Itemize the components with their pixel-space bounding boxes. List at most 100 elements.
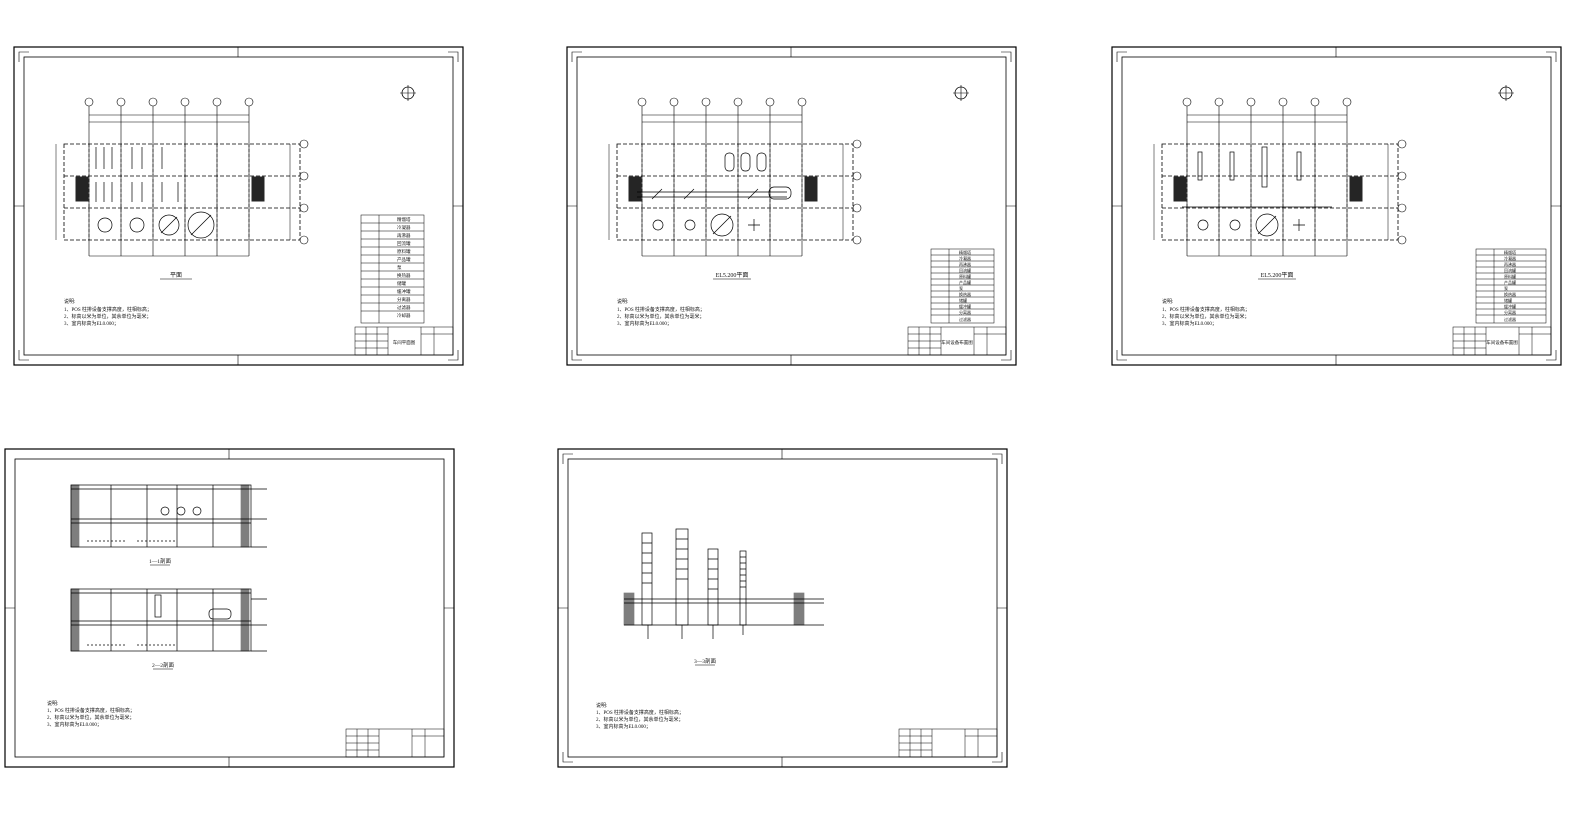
table-cell: 冷凝器	[1504, 255, 1516, 261]
note-line: 3、室内标高为EL0.000；	[47, 721, 102, 728]
plan-caption: EL5.200平面	[1261, 272, 1294, 279]
table-cell: 原料罐	[397, 248, 411, 255]
notes: 说明: 1、POS 柱排设备支撑高度，柱相标高； 2、标高以米为单位，其余单位为…	[617, 298, 705, 327]
note-line: 2、标高以米为单位，其余单位为毫米；	[47, 714, 135, 721]
notes: 说明: 1、POS 柱排设备支撑高度，柱相标高； 2、标高以米为单位，其余单位为…	[47, 700, 135, 728]
table-cell: 精馏塔	[1504, 249, 1516, 255]
table-cell: 缓冲罐	[1504, 303, 1516, 309]
table-cell: 缓冲罐	[397, 288, 411, 295]
table-cell: 再沸器	[1504, 261, 1516, 267]
sheet-1: 平面 精馏塔 冷凝器 再沸器 回流罐 原料罐 产品罐 泵 换热器 储罐 缓冲罐 …	[13, 46, 464, 366]
title-block	[345, 728, 445, 758]
table-cell: 再沸器	[959, 261, 971, 267]
table-cell: 原料罐	[1504, 273, 1516, 279]
table-cell: 换热器	[959, 291, 971, 297]
column-axis-bubbles	[84, 97, 309, 256]
section-1-1	[70, 484, 267, 548]
table-cell: 换热器	[1504, 291, 1516, 297]
table-cell: 分离器	[1504, 309, 1516, 315]
equipment-table	[1475, 248, 1547, 324]
section-caption: 2—2剖面	[152, 661, 175, 669]
section-caption: 1—1剖面	[149, 557, 172, 565]
title-block	[354, 326, 454, 356]
plan-grid	[1153, 143, 1399, 257]
note-line: 2、标高以米为单位，其余单位为毫米；	[617, 313, 705, 320]
table-cell: 回流罐	[959, 267, 971, 273]
title-block	[1452, 326, 1552, 356]
note-line: 1、POS 柱排设备支撑高度，柱相标高；	[64, 306, 152, 313]
table-cell: 储罐	[1504, 297, 1512, 303]
table-cell: 储罐	[959, 297, 967, 303]
title-block-name: 车间设备布置图	[941, 339, 973, 346]
table-cell: 产品罐	[959, 279, 971, 285]
equipment-symbols	[637, 152, 792, 237]
table-cell: 原料罐	[959, 273, 971, 279]
note-line: 1、POS 柱排设备支撑高度，柱相标高；	[596, 709, 684, 716]
equipment-table-labels: 精馏塔 冷凝器 再沸器 回流罐 原料罐 产品罐 泵 换热器 储罐 缓冲罐 分离器…	[1504, 249, 1516, 322]
note-line: 1、POS 柱排设备支撑高度，柱相标高；	[47, 707, 135, 714]
section-3-3	[623, 528, 824, 639]
notes: 说明: 1、POS 柱排设备支撑高度，柱相标高； 2、标高以米为单位，其余单位为…	[596, 702, 684, 730]
north-arrow-icon	[400, 85, 416, 101]
table-cell: 产品罐	[397, 256, 411, 263]
plan-grid	[608, 143, 854, 257]
table-cell: 精馏塔	[959, 249, 971, 255]
plan-caption: EL5.200平面	[716, 272, 749, 279]
table-cell: 泵	[1504, 286, 1508, 291]
table-cell: 回流罐	[397, 240, 411, 247]
equipment-table	[360, 214, 425, 324]
note-line: 1、POS 柱排设备支撑高度，柱相标高；	[1162, 306, 1250, 313]
notes: 说明: 1、POS 柱排设备支撑高度，柱相标高； 2、标高以米为单位，其余单位为…	[64, 298, 152, 327]
sheet-4: 1—1剖面 2—2剖面 说明: 1、POS 柱排设备支撑高度，柱相标高； 2、标…	[4, 448, 455, 768]
section-caption: 3—3剖面	[694, 657, 717, 665]
table-cell: 泵	[959, 286, 963, 291]
table-cell: 分离器	[397, 296, 411, 303]
notes-heading: 说明:	[596, 702, 607, 709]
equipment-symbols	[95, 147, 215, 239]
sheet-2: EL5.200平面 精馏塔 冷凝器 再沸器 回流罐 原料罐 产品罐 泵 换热器 …	[566, 46, 1017, 366]
note-line: 2、标高以米为单位，其余单位为毫米；	[1162, 313, 1250, 320]
note-line: 2、标高以米为单位，其余单位为毫米；	[64, 313, 152, 320]
table-cell: 换热器	[397, 272, 411, 279]
table-cell: 再沸器	[397, 232, 411, 239]
equipment-symbols	[1182, 146, 1332, 237]
plan-caption: 平面	[170, 272, 182, 279]
table-cell: 回流罐	[1504, 267, 1516, 273]
sheet-3: EL5.200平面 精馏塔 冷凝器 再沸器 回流罐 原料罐 产品罐 泵 换热器 …	[1111, 46, 1562, 366]
sheet-5: 3—3剖面 说明: 1、POS 柱排设备支撑高度，柱相标高； 2、标高以米为单位…	[557, 448, 1008, 768]
table-cell: 过滤器	[1504, 316, 1516, 322]
notes-heading: 说明:	[64, 298, 75, 305]
notes-heading: 说明:	[1162, 298, 1173, 305]
title-block	[898, 728, 998, 758]
north-arrow-icon	[953, 85, 969, 101]
note-line: 1、POS 柱排设备支撑高度，柱相标高；	[617, 306, 705, 313]
plan-grid	[55, 143, 301, 257]
note-line: 3、室内标高为EL0.000；	[1162, 320, 1217, 327]
table-cell: 产品罐	[1504, 279, 1516, 285]
table-cell: 过滤器	[397, 304, 411, 311]
notes-heading: 说明:	[617, 298, 628, 305]
note-line: 3、室内标高为EL0.000；	[596, 723, 651, 730]
north-arrow-icon	[1498, 85, 1514, 101]
note-line: 2、标高以米为单位，其余单位为毫米；	[596, 716, 684, 723]
title-block-name: 车间平面图	[393, 339, 416, 346]
table-cell: 冷凝器	[397, 224, 411, 231]
table-cell: 储罐	[397, 280, 406, 287]
table-cell: 分离器	[959, 309, 971, 315]
table-cell: 冷凝器	[959, 255, 971, 261]
equipment-table	[930, 248, 995, 324]
note-line: 3、室内标高为EL0.000；	[617, 320, 672, 327]
notes-heading: 说明:	[47, 700, 58, 707]
table-cell: 冷却器	[397, 312, 411, 319]
equipment-table-labels: 精馏塔 冷凝器 再沸器 回流罐 原料罐 产品罐 泵 换热器 储罐 缓冲罐 分离器…	[397, 216, 411, 319]
notes: 说明: 1、POS 柱排设备支撑高度，柱相标高； 2、标高以米为单位，其余单位为…	[1162, 298, 1250, 327]
table-cell: 精馏塔	[397, 216, 411, 223]
table-cell: 过滤器	[959, 316, 971, 322]
equipment-table-labels: 精馏塔 冷凝器 再沸器 回流罐 原料罐 产品罐 泵 换热器 储罐 缓冲罐 分离器…	[959, 249, 971, 322]
title-block	[907, 326, 1007, 356]
title-block-name: 车间设备布置图	[1486, 339, 1518, 346]
column-axis-bubbles	[637, 97, 862, 256]
column-axis-bubbles	[1182, 97, 1407, 256]
table-cell: 缓冲罐	[959, 303, 971, 309]
